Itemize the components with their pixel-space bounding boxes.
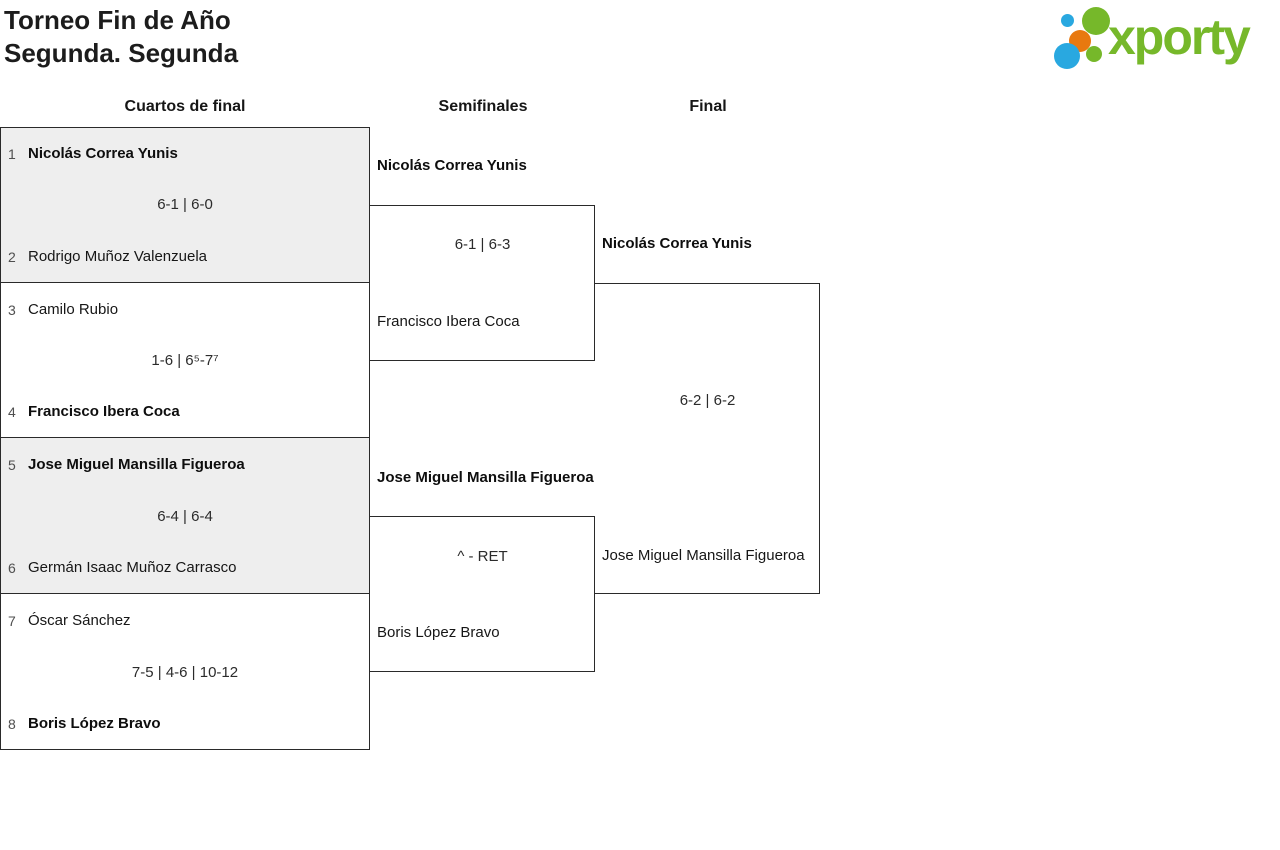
logo-dot-blue-small-icon [1061,14,1074,27]
xporty-logo[interactable]: xporty [1050,4,1280,76]
qf1-match-box [0,127,370,283]
qf3-score: 6-4 | 6-4 [157,508,213,525]
page-title: Torneo Fin de Año Segunda. Segunda [4,4,238,70]
qf1-score: 6-1 | 6-0 [157,196,213,213]
qf1-player1-seed: 1 [8,146,16,162]
logo-dot-green-small-icon [1086,46,1102,62]
final-score: 6-2 | 6-2 [679,392,736,409]
qf4-player2-seed: 8 [8,716,16,732]
qf1-player1-name[interactable]: Nicolás Correa Yunis [28,145,178,162]
final-match-box [595,283,820,594]
qf2-score: 1-6 | 6⁵-7⁷ [151,352,219,369]
tournament-name: Torneo Fin de Año [4,5,231,35]
sf2-match-box [370,516,595,672]
sf1-player1-name[interactable]: Nicolás Correa Yunis [377,157,527,174]
round-header-quarterfinals: Cuartos de final [124,98,246,115]
logo-wordmark: xporty [1108,9,1251,65]
final-player1-name[interactable]: Nicolás Correa Yunis [602,235,752,252]
qf4-score: 7-5 | 4-6 | 10-12 [131,664,239,681]
qf3-player1-name[interactable]: Jose Miguel Mansilla Figueroa [28,456,245,473]
qf2-player1-seed: 3 [8,302,16,318]
sf2-player1-name[interactable]: Jose Miguel Mansilla Figueroa [377,469,594,486]
final-player2-name[interactable]: Jose Miguel Mansilla Figueroa [602,547,805,564]
sf1-match-box [370,205,595,361]
qf4-match-box [0,593,370,750]
qf4-player1-seed: 7 [8,613,16,629]
qf3-player1-seed: 5 [8,457,16,473]
qf2-player2-name[interactable]: Francisco Ibera Coca [28,403,180,420]
logo-dot-green-large-icon [1082,7,1110,35]
qf4-player1-name[interactable]: Óscar Sánchez [28,612,131,629]
qf2-player1-name[interactable]: Camilo Rubio [28,301,119,318]
logo-dots-icon [1050,4,1110,76]
category-name: Segunda. Segunda [4,38,239,68]
sf1-score: 6-1 | 6-3 [454,236,511,253]
qf4-player2-name[interactable]: Boris López Bravo [28,715,161,732]
sf1-player2-name[interactable]: Francisco Ibera Coca [377,313,520,330]
qf3-player2-name[interactable]: Germán Isaac Muñoz Carrasco [28,559,237,576]
logo-dot-blue-large-icon [1054,43,1080,69]
qf1-player2-name[interactable]: Rodrigo Muñoz Valenzuela [28,248,207,265]
qf2-player2-seed: 4 [8,404,16,420]
sf2-score: ^ - RET [457,548,508,565]
qf3-player2-seed: 6 [8,560,16,576]
round-header-final: Final [689,98,727,115]
sf2-player2-name[interactable]: Boris López Bravo [377,624,500,641]
round-header-semifinals: Semifinales [438,98,528,115]
qf1-player2-seed: 2 [8,249,16,265]
